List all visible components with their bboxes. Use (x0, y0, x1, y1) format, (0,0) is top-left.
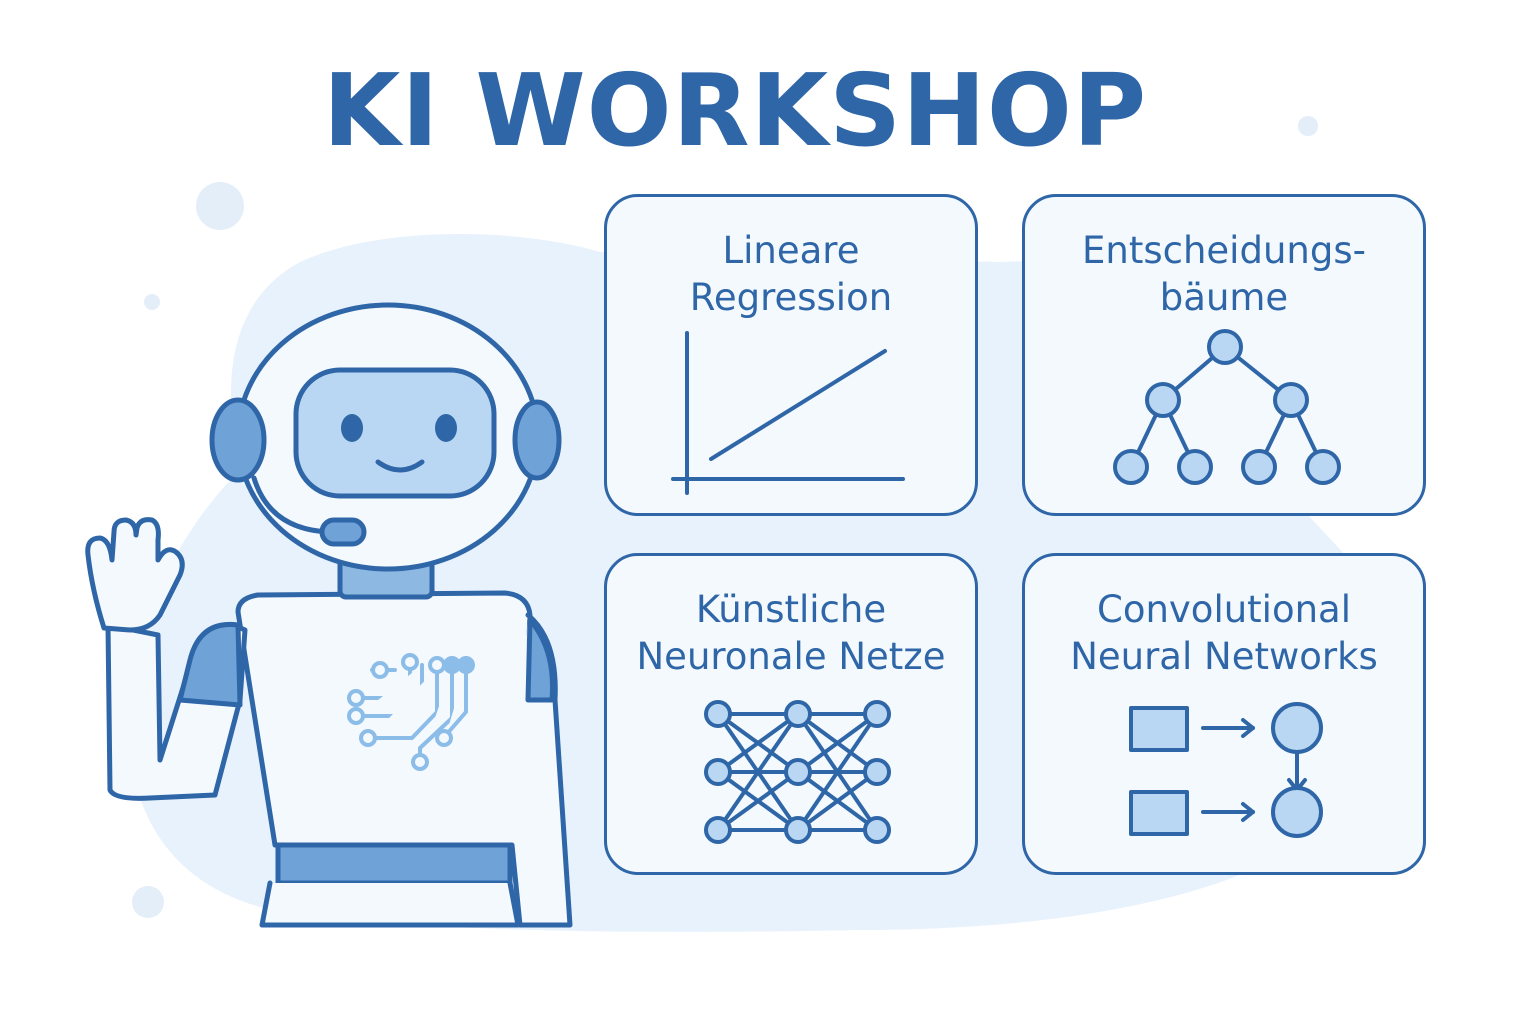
headset-mic-boom (251, 475, 333, 535)
robot-face-screen (293, 367, 497, 499)
robot-torso (235, 590, 533, 848)
card-title: Entscheidungs- bäume (1082, 229, 1366, 319)
decor-dot (196, 182, 244, 230)
card-kuenstliche-neuronale-netze: Künstliche Neuronale Netze (604, 553, 978, 875)
circuit-icon (347, 653, 475, 771)
headset-left-ear (209, 397, 267, 483)
robot-waist (275, 842, 513, 886)
neural-network-icon (704, 700, 891, 844)
robot-right-shoulder (525, 617, 555, 703)
card-title: Convolutional Neural Networks (1070, 588, 1378, 678)
card-title: Lineare Regression (689, 229, 893, 319)
robot-right-eye (435, 414, 457, 442)
headset-right-ear (512, 399, 562, 481)
decision-tree-icon (1113, 329, 1341, 485)
decor-dot (1298, 116, 1318, 136)
card-entscheidungsbaeume: Entscheidungs- bäume (1022, 194, 1426, 516)
robot-left-shoulder (177, 621, 243, 708)
headset-mic (319, 517, 367, 547)
card-lineare-regression: Lineare Regression (604, 194, 978, 516)
card-title: Künstliche Neuronale Netze (636, 588, 946, 678)
robot-waving-icon (85, 302, 573, 928)
card-convolutional-neural-networks: Convolutional Neural Networks (1022, 553, 1426, 875)
robot-smile (375, 459, 425, 473)
cnn-flow-icon (1129, 702, 1323, 838)
robot-left-eye (341, 414, 363, 442)
robot-waving-hand (85, 517, 185, 633)
line-chart-icon (671, 331, 905, 495)
robot-lower-body (259, 880, 521, 928)
decor-dot (144, 294, 160, 310)
page-title: KI WORKSHOP (322, 52, 1148, 169)
decor-dot (132, 886, 164, 918)
